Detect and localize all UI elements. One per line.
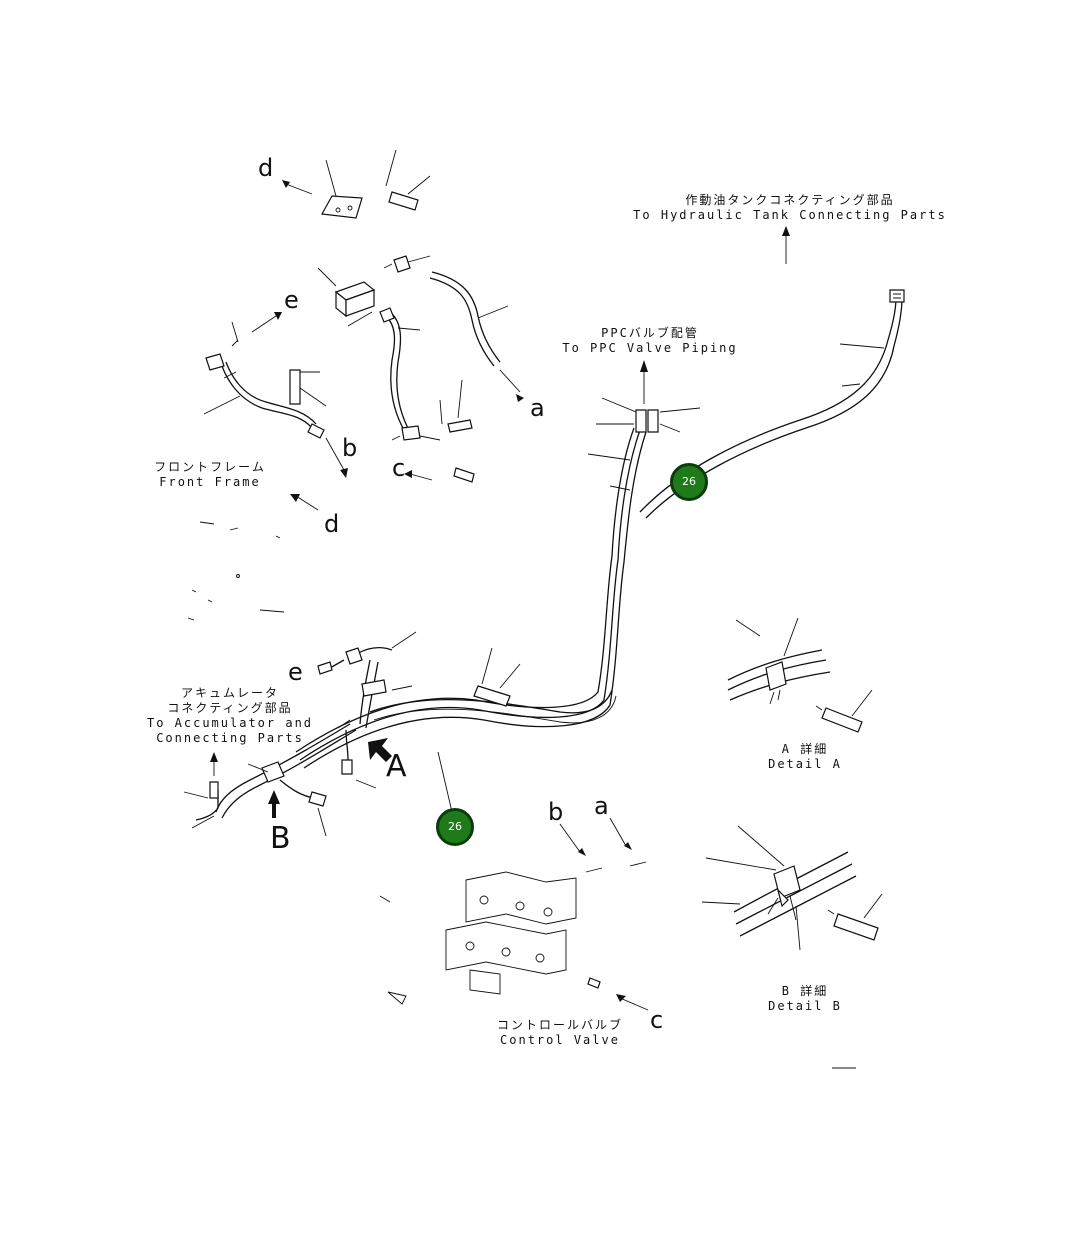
ref-letter-c-top: c xyxy=(392,454,406,482)
accumulator-label-en1: To Accumulator and xyxy=(146,716,314,730)
ref-letter-b-top: b xyxy=(342,434,358,462)
control-valve-label-en: Control Valve xyxy=(500,1033,620,1047)
accumulator-label: アキュムレータ コネクティング部品 To Accumulator and Con… xyxy=(140,686,320,746)
ref-letter-e-mid: e xyxy=(288,658,303,686)
ppc-valve-label: PPCバルブ配管 To PPC Valve Piping xyxy=(540,326,760,356)
part-callout-number: 26 xyxy=(682,475,696,488)
accumulator-label-jp1: アキュムレータ xyxy=(180,686,279,700)
detail-a-label: A 詳細 Detail A xyxy=(750,742,860,772)
ref-letter-a-top: a xyxy=(530,394,545,422)
front-frame-label-en: Front Frame xyxy=(159,475,261,489)
ref-letter-a-low: a xyxy=(594,792,609,820)
hydraulic-tank-label: 作動油タンクコネクティング部品 To Hydraulic Tank Connec… xyxy=(600,193,980,223)
accumulator-label-jp2: コネクティング部品 xyxy=(167,701,293,715)
detail-b-drawing xyxy=(701,825,883,951)
ref-letter-d-top: d xyxy=(258,154,274,182)
ref-letter-c-low: c xyxy=(650,1006,664,1034)
ppc-valve-label-jp: PPCバルブ配管 xyxy=(601,326,699,340)
hydraulic-tank-label-en: To Hydraulic Tank Connecting Parts xyxy=(633,208,947,222)
hydraulic-tank-label-jp: 作動油タンクコネクティング部品 xyxy=(685,193,895,207)
detail-a-label-jp: A 詳細 xyxy=(781,742,829,756)
part-callout-26-upper[interactable]: 26 xyxy=(670,463,708,501)
detail-marker-a: A xyxy=(386,749,407,784)
top-left-parts xyxy=(187,149,524,621)
detail-marker-b: B xyxy=(270,821,291,856)
front-frame-label: フロントフレーム Front Frame xyxy=(140,460,280,490)
accumulator-label-en2: Connecting Parts xyxy=(156,731,304,745)
ppc-valve-label-en: To PPC Valve Piping xyxy=(562,341,738,355)
control-valve-label: コントロールバルブ Control Valve xyxy=(470,1018,650,1048)
part-callout-number: 26 xyxy=(448,820,462,833)
detail-b-label-jp: B 詳細 xyxy=(781,984,829,998)
detail-a-label-en: Detail A xyxy=(768,757,842,771)
front-frame-label-jp: フロントフレーム xyxy=(154,460,266,474)
ref-letter-b-low: b xyxy=(548,798,564,826)
detail-b-label-en: Detail B xyxy=(768,999,842,1013)
ref-letter-d-mid: d xyxy=(324,510,340,538)
detail-a-drawing xyxy=(727,617,873,733)
detail-b-label: B 詳細 Detail B xyxy=(750,984,860,1014)
control-valve xyxy=(379,817,856,1069)
part-callout-26-lower[interactable]: 26 xyxy=(436,808,474,846)
control-valve-label-jp: コントロールバルブ xyxy=(496,1018,623,1032)
ref-letter-e-top: e xyxy=(284,286,299,314)
accumulator-assembly xyxy=(183,631,521,837)
